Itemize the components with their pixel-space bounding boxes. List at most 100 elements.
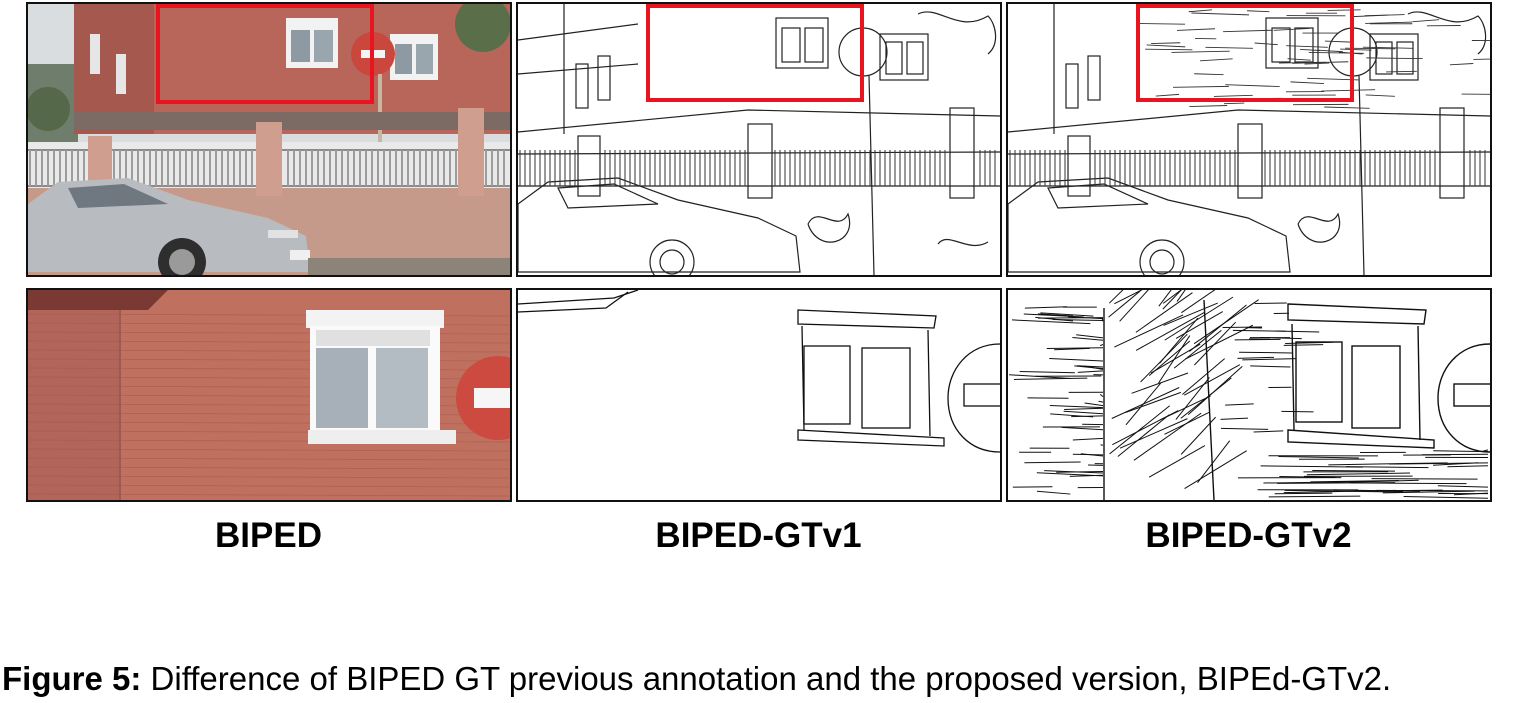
texture-line [1119, 290, 1149, 322]
texture-line [1084, 402, 1104, 407]
texture-line [1151, 42, 1181, 45]
biped-photo-crop [26, 288, 512, 502]
texture-line [1386, 70, 1417, 73]
texture-line [1273, 28, 1310, 31]
texture-line [1011, 319, 1091, 325]
texture-line [1188, 9, 1213, 13]
highlight-box [646, 4, 864, 102]
texture-line [1125, 391, 1182, 414]
texture-line [1036, 490, 1071, 495]
texture-line [1447, 465, 1489, 468]
texture-line [1213, 94, 1253, 97]
texture-line [1351, 482, 1467, 485]
texture-line [1278, 455, 1359, 459]
texture-line [1312, 470, 1395, 472]
texture-line [1114, 314, 1184, 348]
texture-line [28, 466, 510, 470]
texture-line [1146, 44, 1186, 48]
texture-line [1114, 290, 1143, 305]
texture-line [1321, 89, 1376, 92]
texture-line [1286, 45, 1328, 48]
texture-line [1237, 356, 1274, 359]
texture-line [1111, 387, 1180, 419]
highlight-box [156, 4, 374, 104]
texture-line [1013, 377, 1088, 380]
texture-line [1155, 93, 1180, 97]
texture-line [1036, 472, 1104, 477]
texture-line [1099, 344, 1104, 347]
texture-line [1340, 48, 1372, 51]
texture-line [1119, 418, 1188, 449]
texture-line [1135, 292, 1193, 333]
texture-line [1064, 407, 1104, 411]
texture-line [1182, 358, 1225, 395]
texture-line [1072, 437, 1104, 441]
biped-gtv2-full [1006, 2, 1492, 277]
texture-line [1371, 478, 1478, 480]
texture-line [1200, 58, 1233, 62]
texture-line [1454, 492, 1489, 496]
texture-line [28, 448, 510, 452]
texture-line [1098, 400, 1104, 403]
texture-line [1184, 450, 1247, 489]
texture-line [1362, 46, 1413, 49]
texture-line [1290, 81, 1325, 85]
texture-line [1117, 414, 1170, 457]
texture-line [1181, 290, 1216, 314]
texture-line [1112, 410, 1179, 446]
texture-line [1145, 48, 1193, 51]
texture-line [1135, 311, 1205, 351]
texture-line [1189, 304, 1247, 352]
texture-line [1352, 14, 1389, 18]
texture-line [1250, 365, 1291, 368]
texture-line [1348, 479, 1419, 483]
texture-line [1049, 404, 1104, 409]
texture-line [1173, 329, 1222, 369]
texture-line [1193, 299, 1259, 345]
texture-line [1304, 62, 1330, 65]
texture-line [1024, 306, 1067, 309]
texture-line [1184, 364, 1241, 396]
texture-line [1037, 313, 1074, 317]
label-biped-gtv2: BIPED-GTv2 [1145, 516, 1352, 555]
texture-line [1242, 358, 1297, 361]
texture-line [1232, 329, 1286, 332]
texture-line [1324, 106, 1370, 109]
texture-line [1071, 415, 1104, 418]
texture-line [1176, 28, 1215, 31]
texture-line [1164, 296, 1234, 341]
texture-line [1189, 105, 1228, 108]
texture-line [28, 457, 510, 461]
texture-line [1158, 335, 1191, 384]
brick-wall-crop [28, 290, 510, 500]
texture-line [1194, 73, 1224, 76]
texture-line [1284, 489, 1404, 493]
label-biped-gtv1: BIPED-GTv1 [655, 516, 862, 555]
gtv1-edge-crop [518, 290, 1000, 453]
texture-line [1148, 445, 1206, 478]
texture-line [1063, 410, 1104, 415]
texture-line [1076, 365, 1104, 368]
texture-line [1162, 290, 1182, 310]
texture-line [1109, 405, 1171, 455]
texture-line [1225, 403, 1254, 406]
texture-line [28, 493, 510, 497]
gtv2-edge-map [1008, 4, 1490, 275]
figure-caption: Figure 5: Difference of BIPED GT previou… [2, 660, 1391, 698]
texture-line [1076, 334, 1104, 339]
texture-line [1194, 321, 1237, 366]
texture-line [1412, 19, 1440, 23]
label-biped: BIPED [215, 516, 322, 555]
texture-line [1187, 366, 1243, 415]
texture-line [1108, 290, 1124, 304]
gtv1-edge-map [518, 4, 1000, 275]
texture-line [1054, 347, 1090, 351]
texture-line [28, 475, 510, 479]
texture-line [28, 484, 510, 488]
texture-line [1260, 465, 1363, 468]
texture-line [1366, 57, 1423, 60]
texture-line [1437, 485, 1489, 488]
texture-line [1197, 440, 1231, 483]
texture-line [1049, 357, 1104, 362]
texture-line [1158, 290, 1172, 307]
